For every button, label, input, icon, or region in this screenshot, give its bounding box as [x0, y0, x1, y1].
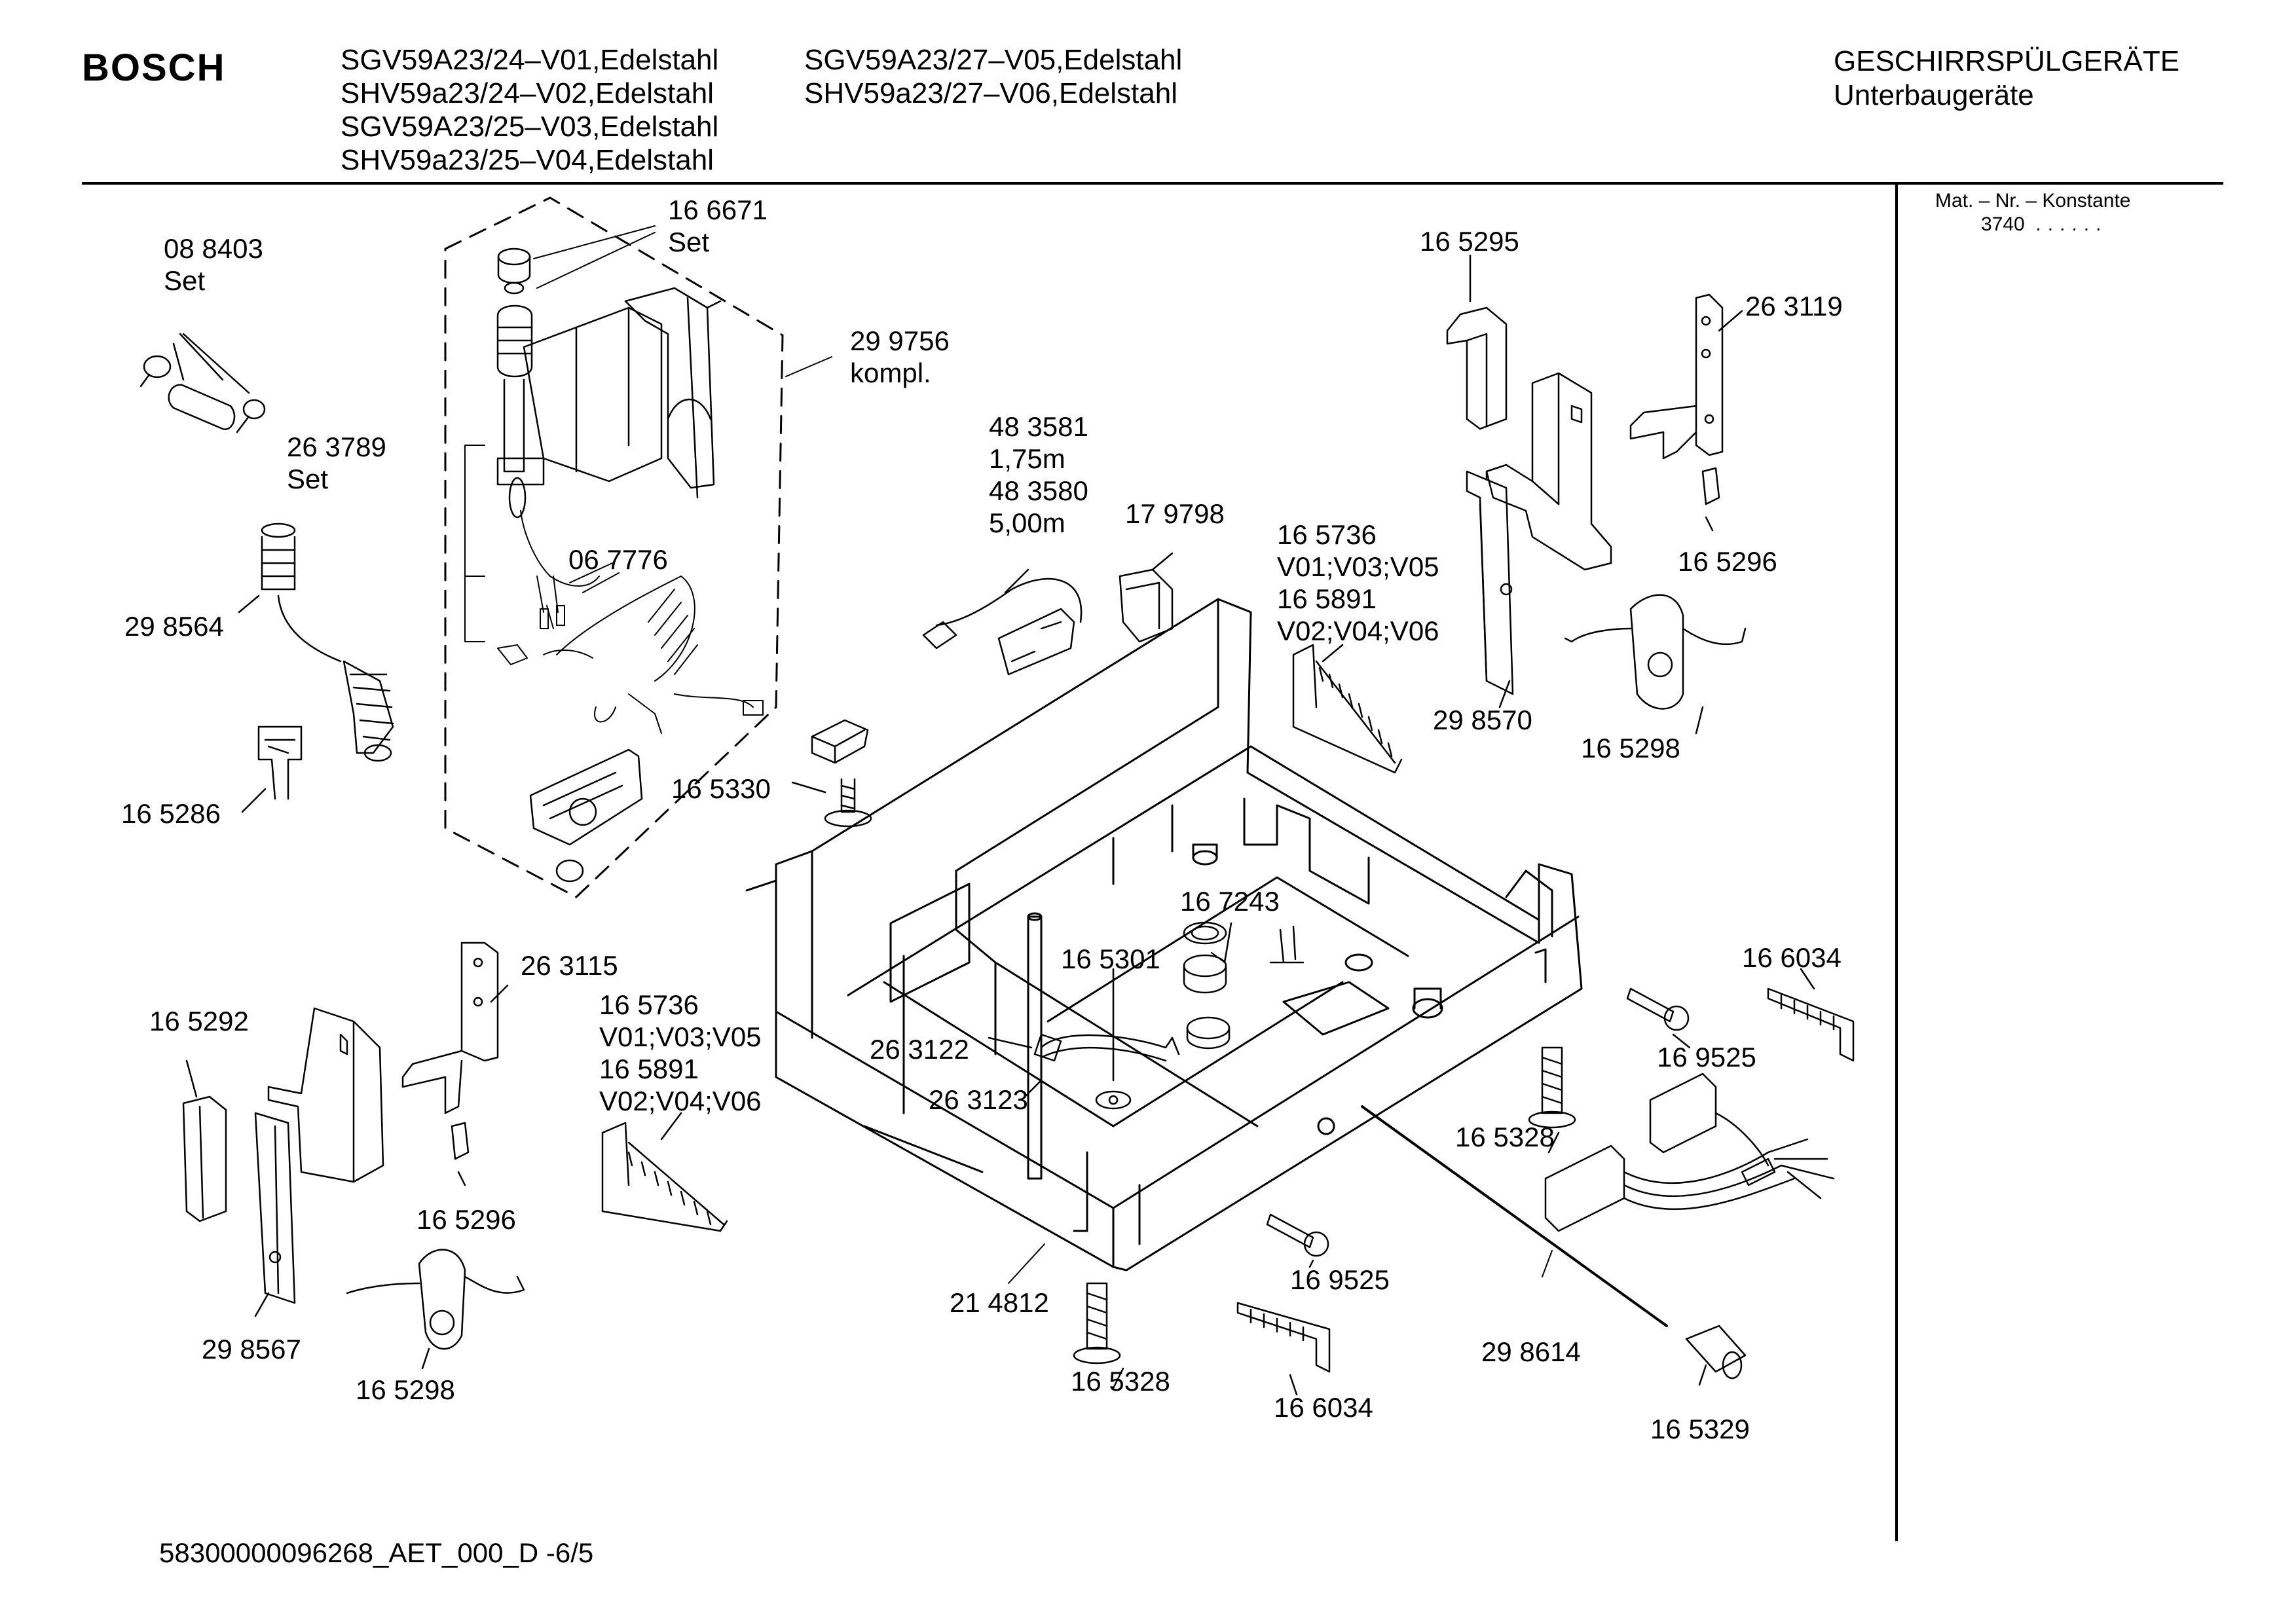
header-divider [82, 182, 2223, 185]
model-list-col2: SGV59A23/27–V05,Edelstahl SHV59a23/27–V0… [804, 43, 1182, 110]
valve-cover-part [624, 287, 722, 499]
part-label-165296b: 16 5296 [417, 1204, 516, 1235]
category-title: GESCHIRRSPÜLGERÄTE [1834, 45, 2180, 77]
brand-logo: BOSCH [82, 46, 226, 89]
document-id: 58300000096268_AET_000_D -6/5 [159, 1537, 594, 1568]
part-label-166034a: 16 6034 [1742, 942, 1842, 973]
bolt-part-169525a [1626, 987, 1691, 1049]
sidebar-divider [1895, 185, 1898, 1541]
part-label-165298a: 16 5298 [1581, 733, 1680, 763]
category-subtitle: Unterbaugeräte [1834, 79, 2034, 111]
part-label-165292: 16 5292 [149, 1006, 249, 1036]
part-label-214812: 21 4812 [950, 1287, 1049, 1318]
motor-part-165298b [346, 1249, 525, 1370]
part-label-263119: 26 3119 [1745, 291, 1843, 321]
part-label-067776: 06 7776 [568, 544, 668, 575]
part-label-165295: 16 5295 [1420, 226, 1519, 257]
part-label-165296a: 16 5296 [1678, 546, 1777, 577]
model-line: SGV59A23/27–V05,Edelstahl [804, 44, 1183, 76]
drain-hose-part [238, 522, 394, 762]
bracket-part-298567 [254, 1007, 384, 1317]
part-label-298570: 29 8570 [1433, 705, 1532, 735]
part-label-165330: 16 5330 [671, 773, 771, 804]
clip-part-165286 [241, 725, 303, 813]
part-label-167243: 16 7243 [1180, 886, 1280, 917]
part-label-165328a: 16 5328 [1071, 1366, 1170, 1397]
part-label-298564: 29 8564 [124, 611, 224, 642]
float-switch-part [988, 968, 1180, 1110]
end-cap-part [1685, 1325, 1747, 1386]
part-label-169525a: 16 9525 [1657, 1042, 1756, 1072]
sidebar-value: 3740 [1981, 213, 2025, 235]
part-label-179798: 17 9798 [1125, 498, 1225, 529]
terminal-strip-part-166034b [1236, 1302, 1331, 1396]
part-label-263122: 26 3122 [870, 1034, 969, 1065]
valve-assembly-boundary [444, 196, 784, 898]
part-label-298614: 29 8614 [1481, 1336, 1581, 1367]
sidebar-dots: ...... [2035, 213, 2108, 235]
part-label-298567: 29 8567 [202, 1334, 301, 1365]
model-line: SHV59a23/25–V04,Edelstahl [341, 144, 714, 176]
heater-strip-part-b [601, 1112, 728, 1232]
part-label-165329: 16 5329 [1650, 1414, 1750, 1444]
valve-bracket-part [529, 748, 643, 883]
label-leaders-tub [1008, 1243, 1045, 1284]
shaft-rod-part [1361, 1105, 1668, 1327]
model-line: SHV59a23/27–V06,Edelstahl [804, 77, 1177, 109]
clip-part-179798 [1119, 552, 1174, 643]
bracket-part-165292 [182, 1059, 227, 1222]
bolt-part-169525b [1266, 1213, 1329, 1268]
part-label-165301: 16 5301 [1061, 943, 1160, 974]
aquastop-valve-part [496, 247, 663, 519]
bracket-part-298570 [1466, 372, 1612, 708]
part-label-166034b: 16 6034 [1274, 1392, 1373, 1423]
foot-screw-part-a [1073, 1282, 1124, 1389]
valve-connector-wires [497, 510, 764, 734]
base-tub-part [745, 598, 1583, 1272]
bracket-part-165295 [1446, 254, 1508, 430]
terminal-strip-part-166034a [1767, 968, 1855, 1062]
bracket-part-263115 [401, 942, 509, 1114]
label-leaders-valve [464, 225, 832, 642]
sidebar-label: Mat. – Nr. – Konstante [1935, 190, 2131, 211]
model-list-col1: SGV59A23/24–V01,Edelstahl SHV59a23/24–V0… [341, 43, 718, 177]
model-line: SHV59a23/24–V02,Edelstahl [341, 77, 714, 109]
wiring-harness-part [1544, 1072, 1835, 1232]
part-label-169525b: 16 9525 [1290, 1264, 1390, 1295]
bracket-part-263119 [1629, 293, 1743, 532]
model-line: SGV59A23/24–V01,Edelstahl [341, 44, 719, 76]
bolt-part-165330 [791, 719, 872, 828]
sump-seal-part [1183, 921, 1305, 1050]
part-label-165328b: 16 5328 [1455, 1122, 1555, 1152]
sidebar-header: Mat. – Nr. – Konstante 3740 ...... [1935, 189, 2131, 236]
part-label-165286: 16 5286 [121, 798, 221, 829]
heater-strip-part-a [1292, 644, 1403, 774]
foot-screw-part-b [1528, 1046, 1576, 1154]
hose-clamp-set-part [139, 333, 266, 433]
category-block: GESCHIRRSPÜLGERÄTE Unterbaugeräte [1834, 45, 2179, 113]
clip-part-165296b [451, 1122, 470, 1186]
model-line: SGV59A23/25–V03,Edelstahl [341, 111, 719, 143]
label-leaders-misc [1211, 952, 1225, 963]
part-label-263115: 26 3115 [521, 950, 618, 981]
part-label-263123: 26 3123 [929, 1084, 1028, 1115]
power-cable-part [922, 568, 1083, 676]
motor-part-165298a [1564, 594, 1747, 735]
part-label-165298b: 16 5298 [356, 1374, 455, 1405]
